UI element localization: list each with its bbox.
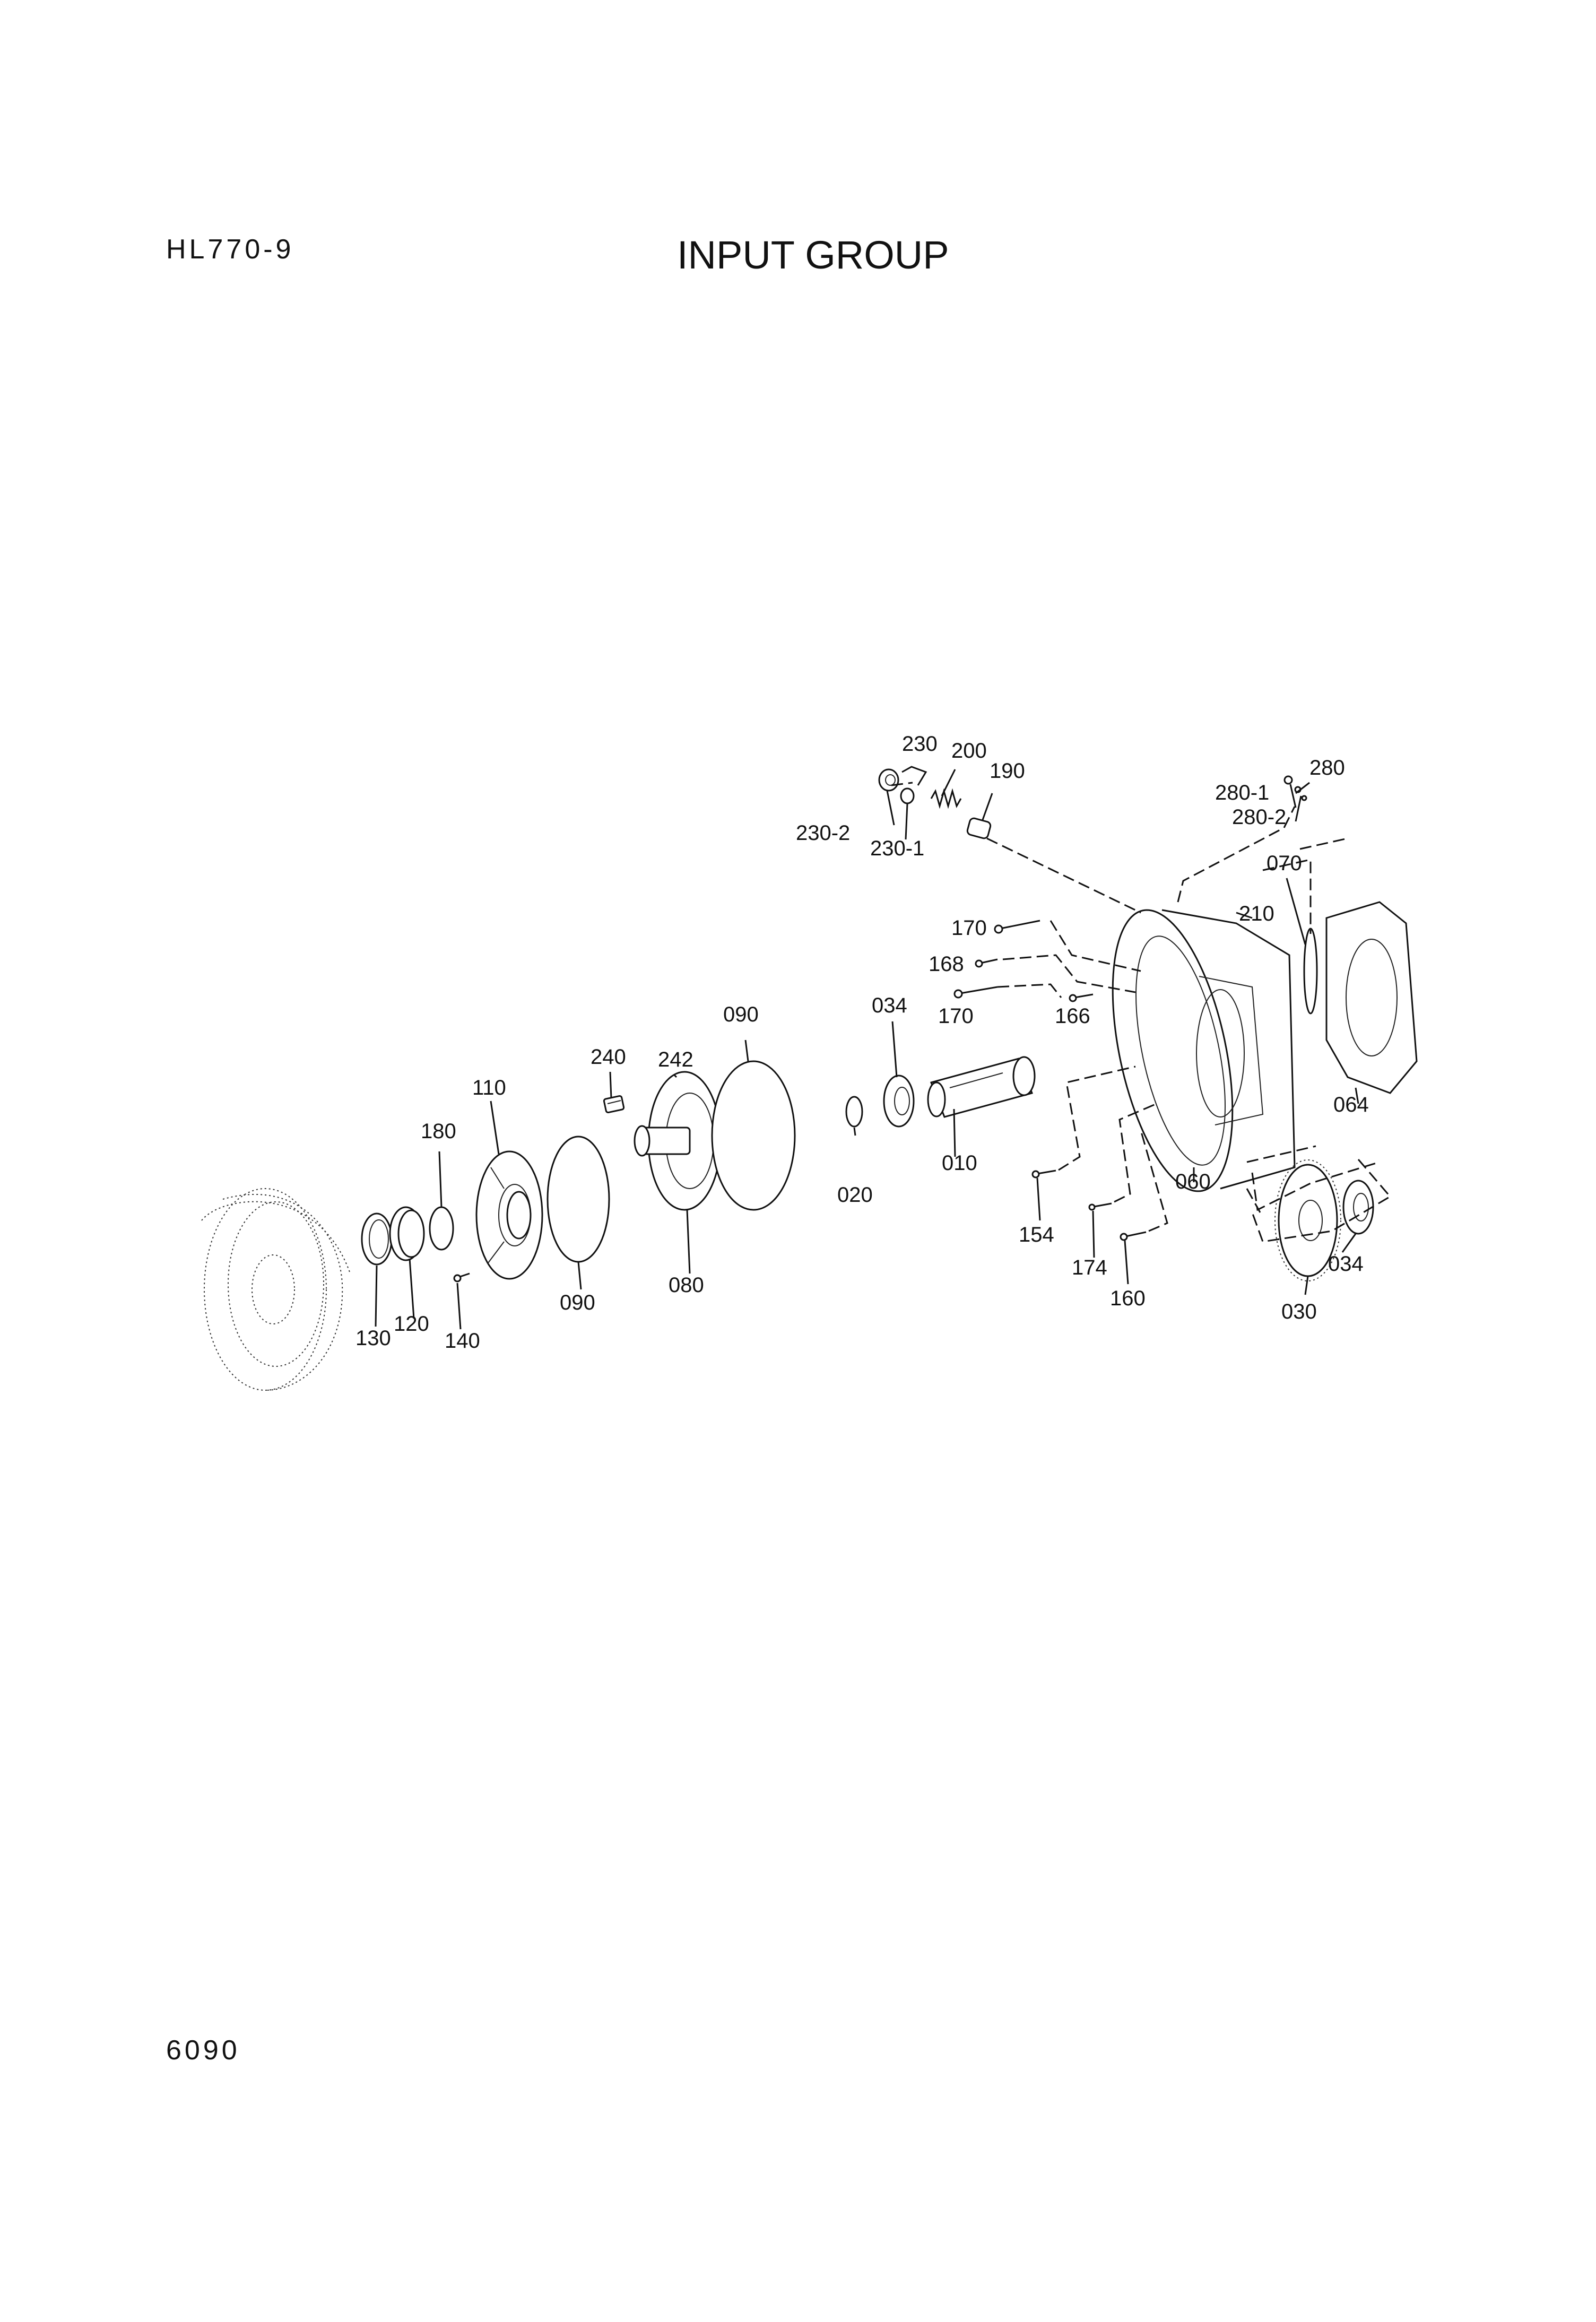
callout-060: 060	[1175, 1170, 1211, 1193]
callout-242: 242	[658, 1048, 693, 1071]
page-number: 6090	[166, 2035, 240, 2066]
bearing-ring-120-part	[389, 1206, 425, 1261]
callout-064: 064	[1333, 1093, 1369, 1116]
callout-070: 070	[1267, 852, 1302, 875]
callout-090-upper: 090	[723, 1003, 759, 1026]
gasket-070-part	[1303, 928, 1318, 1015]
o-ring-090-lower-part	[547, 1136, 610, 1263]
snap-ring-020-part	[845, 1096, 863, 1128]
page-title: INPUT GROUP	[677, 233, 949, 277]
callout-010: 010	[942, 1151, 977, 1175]
callout-170-lower: 170	[938, 1004, 974, 1028]
callout-090-lower: 090	[560, 1291, 595, 1314]
callout-120: 120	[394, 1312, 429, 1336]
callout-110: 110	[472, 1076, 506, 1099]
housing-060-part	[1112, 909, 1296, 1192]
callout-160: 160	[1110, 1287, 1146, 1310]
callout-190: 190	[990, 759, 1025, 783]
callout-020: 020	[837, 1183, 873, 1207]
callout-130: 130	[355, 1327, 391, 1350]
callout-034-lower: 034	[1328, 1252, 1364, 1276]
bolt-154-part	[1031, 1169, 1056, 1179]
callout-030: 030	[1281, 1300, 1317, 1323]
bolt-174-part	[1088, 1202, 1112, 1211]
plug-240-part	[603, 1095, 625, 1114]
torque-converter-part	[201, 1188, 351, 1391]
callout-170-upper: 170	[951, 916, 987, 940]
callout-280-2: 280-2	[1232, 805, 1286, 829]
piston-190-part	[966, 817, 992, 839]
input-shaft-010-part	[927, 1056, 1036, 1118]
callout-166: 166	[1055, 1004, 1090, 1028]
callout-230: 230	[902, 732, 938, 756]
o-ring-090-upper-part	[711, 1060, 796, 1211]
snap-ring-180-part	[429, 1206, 454, 1251]
cover-plate-064-part	[1325, 901, 1418, 1094]
bearing-034-upper-part	[883, 1075, 915, 1128]
callout-210: 210	[1239, 902, 1274, 925]
callout-240: 240	[591, 1045, 626, 1069]
bolt-170-lower-part	[953, 986, 998, 999]
callout-034-upper: 034	[872, 994, 907, 1017]
callout-180: 180	[421, 1120, 456, 1143]
bolt-140-part	[453, 1272, 470, 1283]
callout-labels: 230 200 190 230-2 230-1 280 280-1 280-2 …	[355, 732, 1369, 1353]
pump-body-080-part	[634, 1071, 722, 1211]
bolt-168-part	[975, 958, 998, 968]
seal-ring-230-1-part	[900, 787, 915, 804]
pump-cover-110-part	[475, 1150, 543, 1280]
callout-230-2: 230-2	[796, 821, 850, 845]
bearing-034-lower-part	[1342, 1180, 1374, 1235]
model-code: HL770-9	[166, 234, 294, 265]
callout-140: 140	[445, 1329, 480, 1353]
callout-280: 280	[1309, 756, 1345, 779]
seal-ring-130-part	[361, 1212, 393, 1266]
callout-154: 154	[1019, 1223, 1054, 1246]
spring-200-part	[930, 788, 962, 809]
callout-168: 168	[929, 952, 964, 976]
callout-174: 174	[1072, 1256, 1107, 1279]
callout-080: 080	[669, 1273, 704, 1297]
callout-230-1: 230-1	[870, 837, 924, 860]
callout-200: 200	[951, 739, 987, 763]
assembly-lines	[891, 782, 1392, 1243]
bolt-160-part	[1120, 1231, 1147, 1241]
bolt-166-part	[1069, 993, 1094, 1002]
leader-lines	[375, 766, 1359, 1330]
plug-230-2-part	[878, 768, 899, 792]
bolt-170-upper-part	[994, 920, 1040, 934]
callout-280-1: 280-1	[1215, 781, 1269, 804]
